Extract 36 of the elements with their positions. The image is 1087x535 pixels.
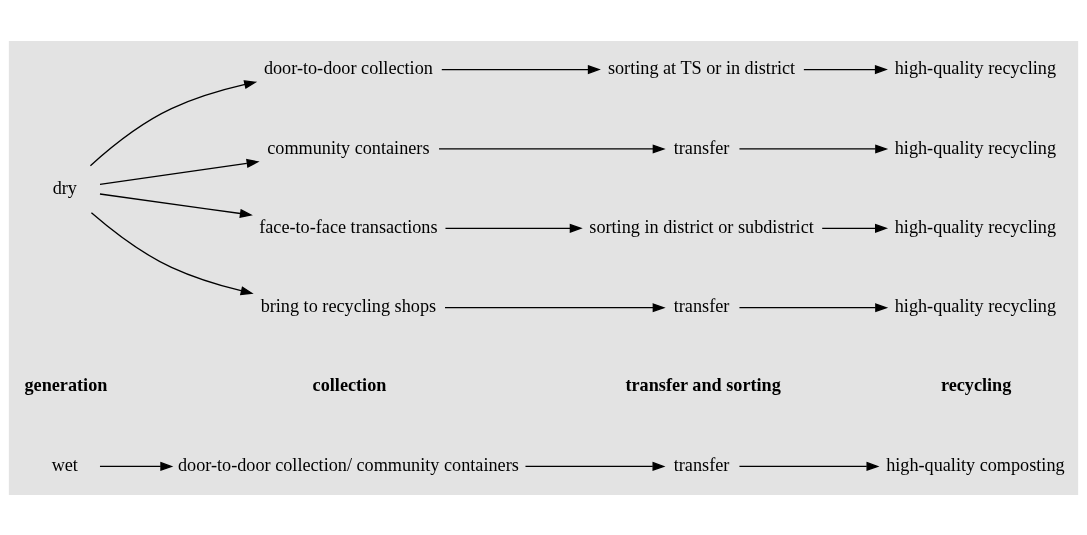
node-text: high-quality composting xyxy=(886,454,1065,475)
label: transfer and sorting xyxy=(625,374,781,395)
node-text: door-to-door collection xyxy=(263,57,433,78)
arrow xyxy=(99,158,260,185)
arrow xyxy=(99,461,174,471)
arrow xyxy=(99,192,253,218)
arrow xyxy=(738,302,889,312)
node-text: high-quality recycling xyxy=(894,57,1057,78)
label: recycling xyxy=(940,374,1012,395)
node-text: high-quality recycling xyxy=(894,216,1057,237)
arrow xyxy=(89,79,258,166)
arrow xyxy=(738,143,889,154)
arrow xyxy=(441,64,601,74)
arrow xyxy=(438,143,666,154)
node-text: dry xyxy=(52,177,77,198)
node-text: transfer xyxy=(673,137,730,158)
node-text: high-quality recycling xyxy=(894,295,1057,316)
node-text: transfer xyxy=(673,295,730,316)
arrow xyxy=(821,223,889,233)
label: generation xyxy=(24,374,108,395)
node-text: community containers xyxy=(267,137,430,158)
arrow xyxy=(524,461,666,471)
node-text: face-to-face transactions xyxy=(259,216,438,237)
node-text: high-quality recycling xyxy=(894,137,1057,158)
node-text: sorting in district or subdistrict xyxy=(589,216,814,237)
node-text: door-to-door collection/ community containers xyxy=(177,454,519,475)
node-text: transfer xyxy=(673,454,730,475)
node-text: bring to recycling shops xyxy=(260,295,437,316)
arrow xyxy=(444,223,583,233)
arrow xyxy=(738,461,880,471)
node-text: wet xyxy=(51,454,78,475)
label: collection xyxy=(312,374,387,395)
arrow xyxy=(444,302,666,312)
arrow xyxy=(803,64,888,74)
arrow xyxy=(90,211,254,295)
node-text: sorting at TS or in district xyxy=(607,57,796,78)
